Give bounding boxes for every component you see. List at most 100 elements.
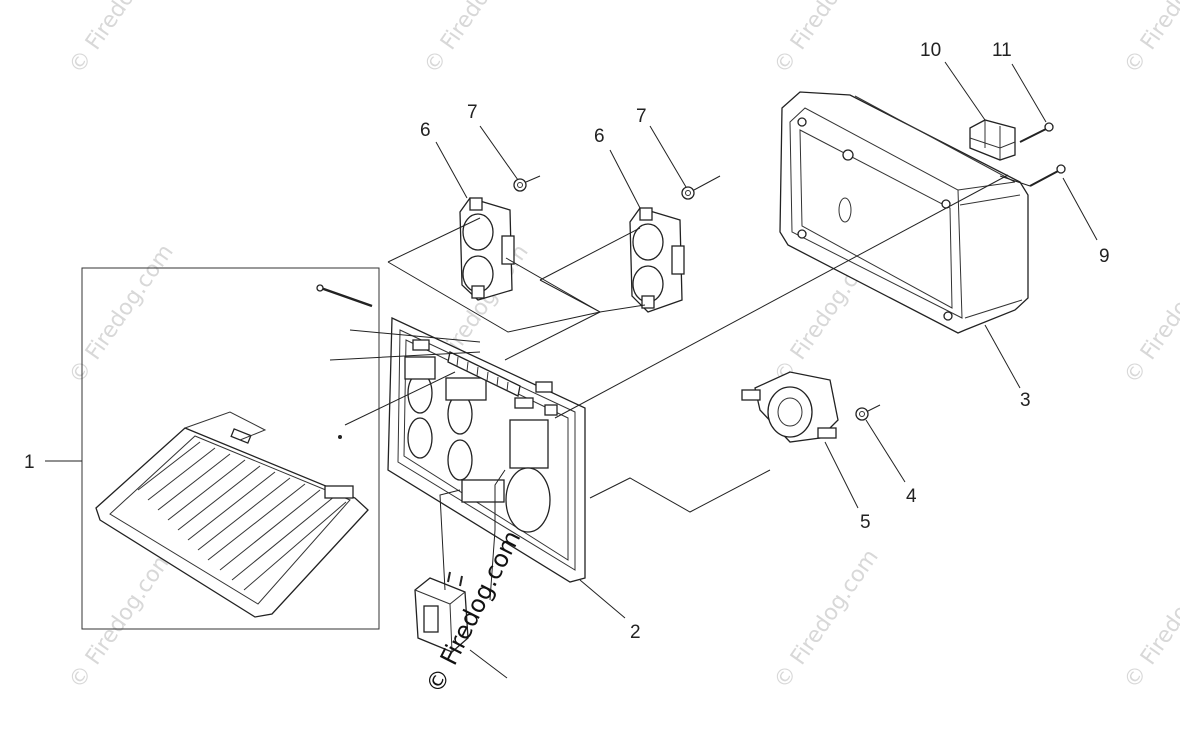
callout-2: 2 [630, 622, 641, 643]
leader-11 [1011, 63, 1047, 123]
guide-line [439, 489, 461, 591]
part-6-outlet-right [629, 207, 685, 313]
outlet-cutout [407, 417, 433, 459]
callout-1: 1 [24, 452, 35, 473]
housing-side [959, 194, 1023, 319]
callout-leaders [45, 61, 1098, 679]
leader-7b [649, 125, 687, 188]
switch-terminal [447, 571, 451, 583]
guide-line [387, 217, 481, 263]
hinge-tab [230, 428, 252, 444]
watermark: © Firedog.com [769, 0, 883, 78]
housing-cavity [799, 129, 953, 309]
callout-3: 3 [1020, 390, 1031, 411]
callout-11: 11 [992, 40, 1012, 61]
leader-9 [1062, 177, 1098, 241]
terminal-block-grid [969, 120, 1016, 160]
leader-switch [469, 649, 508, 679]
stud [693, 175, 721, 191]
receptacle-ring [777, 397, 803, 427]
receptacle-ear [741, 389, 761, 401]
guide-line [554, 174, 1009, 419]
callout-4: 4 [906, 486, 917, 507]
callout-5: 5 [860, 512, 871, 533]
watermark: © Firedog.com [1119, 545, 1180, 693]
nut [681, 186, 695, 200]
switch-rocker [423, 605, 439, 633]
hinge-pin [317, 285, 373, 308]
stud [867, 404, 881, 412]
rail-ribs [456, 356, 509, 392]
hinge-pin-head [316, 284, 324, 292]
part-6-outlet-left [459, 197, 515, 301]
cover-bracket [184, 411, 267, 441]
watermark: © Firedog.com [1119, 240, 1180, 388]
part-5-twistlock-receptacle [741, 371, 839, 443]
mount-hole [797, 117, 807, 127]
leader-4 [865, 419, 906, 483]
assembly-lines [329, 174, 1031, 601]
housing-boss [842, 149, 854, 161]
leader-6a [435, 141, 468, 199]
leader-7a [479, 125, 519, 181]
outlet-terminal [501, 235, 515, 265]
panel-clip [514, 397, 534, 409]
nut-hole [685, 190, 691, 196]
part-11-screw [1019, 122, 1054, 143]
callout-6-right: 6 [594, 126, 605, 147]
leader-6b [609, 149, 641, 209]
cover-inner-edge [109, 435, 351, 605]
watermark: © Firedog.com [419, 0, 533, 78]
outlet-face [632, 223, 664, 261]
part-2-control-panel [387, 316, 586, 583]
twistlock-opening [505, 467, 551, 533]
mount-hole [943, 311, 953, 321]
part-7-nut-right [681, 175, 721, 200]
outlet-ear [639, 207, 653, 221]
screw-head [1056, 164, 1066, 174]
cover-plate [95, 427, 369, 618]
part-1-cover-assembly [81, 267, 380, 630]
meter-opening [509, 419, 549, 469]
outlet-ear [641, 295, 655, 309]
hinge-pin-end [338, 435, 342, 439]
outlet-ear [469, 197, 483, 211]
guide-line [489, 469, 506, 601]
watermark: © Firedog.com [769, 545, 883, 693]
hinge-tab [324, 485, 354, 499]
switch-body [414, 577, 469, 653]
nut-hole [859, 411, 865, 417]
part-10-terminal-block [969, 119, 1016, 161]
guide-line [589, 469, 771, 513]
cover-slats [137, 441, 347, 591]
guide-line [504, 311, 601, 361]
inset-box [81, 267, 380, 630]
nut [513, 178, 527, 192]
callout-9: 9 [1099, 246, 1110, 267]
panel-clip [544, 404, 558, 416]
outlet-ear [471, 285, 485, 299]
guide-line [344, 371, 456, 426]
housing-rim [789, 107, 963, 319]
screw-shank [1019, 127, 1049, 143]
breaker-opening [445, 377, 487, 401]
receptacle-face [767, 386, 813, 438]
guide-line [539, 227, 641, 281]
nut [855, 407, 869, 421]
switch-edges [414, 589, 466, 653]
callout-10: 10 [920, 40, 941, 61]
watermark: © Firedog.com [64, 0, 178, 78]
switch-terminal [459, 575, 463, 587]
watermark: © Firedog.com [1119, 0, 1180, 78]
nut-hole [517, 182, 523, 188]
panel-rail [447, 351, 521, 397]
guide-line [999, 175, 1031, 187]
callout-7-left: 7 [467, 102, 478, 123]
leader-10 [944, 61, 986, 121]
breaker-opening [404, 356, 436, 380]
leader-5 [824, 441, 859, 509]
panel-clip [535, 381, 553, 393]
part-9-screw [1029, 164, 1066, 187]
receptacle-ear [817, 427, 837, 439]
